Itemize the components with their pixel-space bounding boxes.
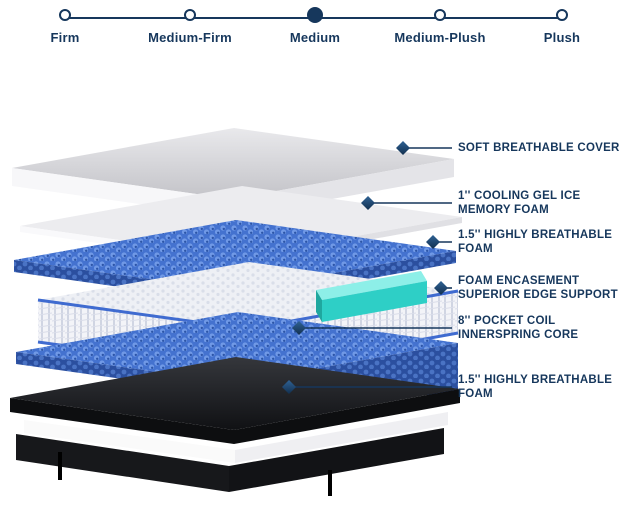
label-line: INNERSPRING CORE — [458, 329, 579, 341]
leader-lines — [289, 147, 452, 388]
firmness-radio-dot[interactable] — [184, 9, 196, 21]
firmness-option-medium[interactable]: Medium — [250, 7, 380, 45]
firmness-selector: Firm Medium-Firm Medium Medium-Plush Plu… — [0, 0, 640, 60]
label-breathable-foam-top: 1.5'' HIGHLY BREATHABLE FOAM — [458, 228, 638, 256]
label-line: 1'' COOLING GEL ICE — [458, 190, 581, 202]
label-line: SOFT BREATHABLE COVER — [458, 142, 620, 154]
layer-foundation-base — [10, 357, 460, 496]
label-pocket-coil-core: 8'' POCKET COIL INNERSPRING CORE — [458, 314, 638, 342]
firmness-option-label[interactable]: Medium — [289, 30, 341, 45]
diamond-marker-pocket-coil — [292, 321, 306, 335]
label-line: FOAM — [458, 388, 493, 400]
firmness-option-firm[interactable]: Firm — [0, 9, 130, 45]
diamond-marker-foam-top — [426, 235, 440, 249]
firmness-option-label[interactable]: Firm — [50, 30, 80, 45]
firmness-option-label[interactable]: Medium-Plush — [394, 30, 486, 45]
firmness-option-medium-plush[interactable]: Medium-Plush — [375, 9, 505, 45]
label-line: FOAM — [458, 243, 493, 255]
label-line: SUPERIOR EDGE SUPPORT — [458, 289, 618, 301]
label-line: FOAM ENCASEMENT — [458, 275, 580, 287]
label-cooling-gel-memory-foam: 1'' COOLING GEL ICE MEMORY FOAM — [458, 189, 638, 217]
diamond-markers — [282, 141, 448, 394]
label-soft-breathable-cover: SOFT BREATHABLE COVER — [458, 141, 638, 155]
firmness-option-label[interactable]: Medium-Firm — [148, 30, 232, 45]
label-line: 8'' POCKET COIL — [458, 315, 556, 327]
firmness-radio-dot[interactable] — [307, 7, 323, 23]
label-foam-encasement: FOAM ENCASEMENT SUPERIOR EDGE SUPPORT — [458, 274, 638, 302]
label-line: MEMORY FOAM — [458, 204, 549, 216]
label-line: 1.5'' HIGHLY BREATHABLE — [458, 374, 613, 386]
diamond-marker-cooling-gel — [361, 196, 375, 210]
firmness-radio-dot[interactable] — [59, 9, 71, 21]
diamond-marker-encasement — [434, 281, 448, 295]
foam-encasement-rail — [316, 271, 427, 322]
firmness-option-medium-firm[interactable]: Medium-Firm — [125, 9, 255, 45]
firmness-radio-dot[interactable] — [556, 9, 568, 21]
label-breathable-foam-bottom: 1.5'' HIGHLY BREATHABLE FOAM — [458, 373, 638, 401]
diamond-marker-cover — [396, 141, 410, 155]
firmness-option-plush[interactable]: Plush — [497, 9, 627, 45]
label-line: 1.5'' HIGHLY BREATHABLE — [458, 229, 613, 241]
diamond-marker-foam-bottom — [282, 380, 296, 394]
firmness-option-label[interactable]: Plush — [543, 30, 581, 45]
firmness-radio-dot[interactable] — [434, 9, 446, 21]
